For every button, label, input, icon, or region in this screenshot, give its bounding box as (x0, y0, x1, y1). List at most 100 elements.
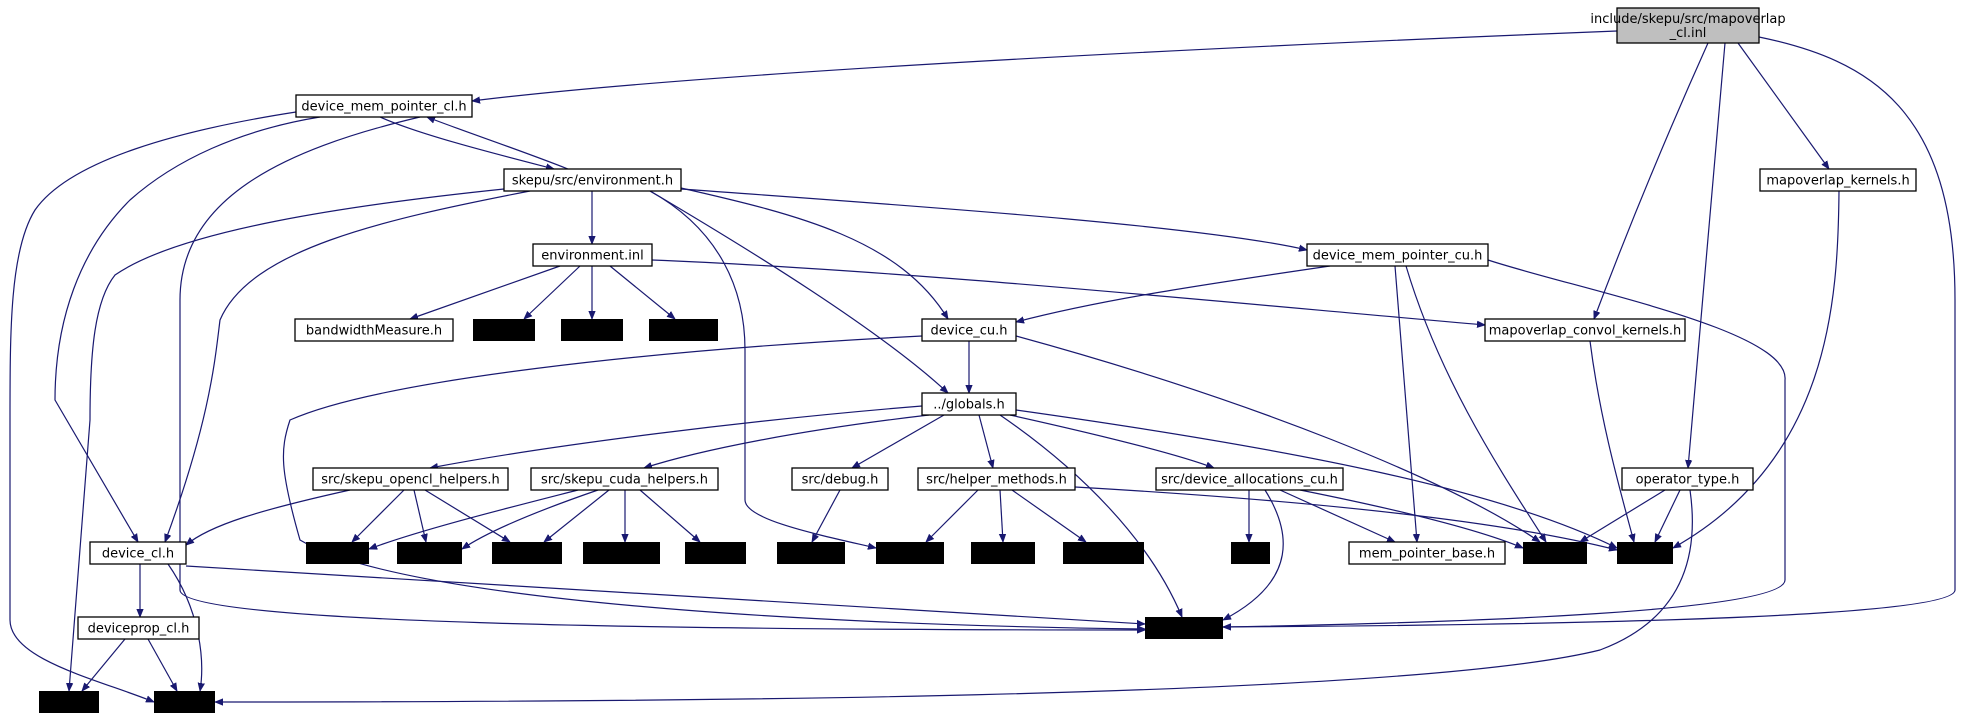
node-box (1145, 617, 1223, 639)
node-label: environment.inl (541, 249, 643, 264)
node-label: iostream (1155, 622, 1212, 637)
node-box (77, 616, 200, 640)
node-box (1231, 542, 1270, 564)
node-mpb[interactable]: mem_pointer_base.h (1348, 541, 1506, 565)
node-cassert: cassert (649, 319, 718, 341)
node-devcl[interactable]: device_cl.h (89, 541, 187, 565)
node-box (1484, 318, 1686, 342)
node-label: device_cu.h (931, 324, 1008, 339)
node-label: deviceprop_cl.h (88, 622, 190, 637)
edge-helper-to-algorithm (1011, 489, 1086, 542)
edge-dmpcu-to-devcu (1016, 265, 1331, 322)
edge-env-to-dmpcl (427, 116, 569, 170)
node-string: string (1617, 542, 1673, 564)
node-box (530, 467, 719, 491)
edge-cudah-to-cufft (639, 489, 700, 542)
node-cudah[interactable]: src/skepu_cuda_helpers.h (530, 467, 719, 491)
node-env[interactable]: skepu/src/environment.h (503, 168, 682, 192)
edge-optype-to-clh (215, 489, 1693, 702)
edge-oclh-to-stdio (413, 489, 426, 542)
edge-dmpcl-to-clh (9, 111, 297, 703)
node-optype[interactable]: operator_type.h (1621, 467, 1754, 491)
edge-devalloc-to-cuda (1299, 489, 1523, 549)
edge-devalloc-to-iostream (1223, 489, 1284, 621)
node-label: bandwidthMeasure.h (306, 324, 442, 339)
node-box (1155, 467, 1344, 491)
edge-dmpcl-to-iostream (179, 116, 1145, 630)
node-label: algorithm (1072, 547, 1135, 562)
node-stringh: string.h (306, 542, 369, 564)
node-devalloc[interactable]: src/device_allocations_cu.h (1155, 467, 1344, 491)
node-label: curand.h (593, 547, 651, 562)
node-bw[interactable]: bandwidthMeasure.h (294, 318, 454, 342)
node-dmpcu[interactable]: device_mem_pointer_cu.h (1306, 243, 1489, 267)
edge-envinl-to-mock (651, 259, 1485, 325)
node-devcu[interactable]: device_cu.h (921, 318, 1017, 342)
node-label: string.h (313, 547, 363, 562)
node-curand: curand.h (583, 542, 660, 564)
edge-devcu-to-iostream (282, 335, 1145, 629)
node-oclh[interactable]: src/skepu_opencl_helpers.h (312, 467, 509, 491)
edge-oclh-to-stringh (352, 489, 405, 542)
dependency-nodes: include/skepu/src/mapoverlap_cl.inldevic… (39, 7, 1917, 713)
node-box (312, 467, 509, 491)
node-label: stdlib.h (503, 547, 551, 562)
node-box (39, 691, 99, 713)
node-box (777, 542, 845, 564)
edge-mock-to-string (1589, 340, 1634, 542)
edge-debug-to-asserth (811, 489, 841, 542)
node-helper[interactable]: src/helper_methods.h (917, 467, 1076, 491)
edge-dmpcu-to-cuda (1405, 265, 1546, 542)
node-label: include/skepu/src/mapoverlap (1590, 12, 1785, 27)
node-fstream: fstream (971, 542, 1035, 564)
node-mock[interactable]: mapoverlap_convol_kernels.h (1484, 318, 1686, 342)
node-label: string (1626, 547, 1663, 562)
node-envinl[interactable]: environment.inl (532, 243, 653, 267)
edge-globals-to-cudah (644, 414, 930, 468)
node-box (685, 542, 746, 564)
node-label: sstream (884, 547, 936, 562)
dependency-edges (9, 30, 1956, 703)
node-globals[interactable]: ../globals.h (921, 392, 1017, 416)
edge-helper-to-fstream (1000, 489, 1003, 542)
edge-cudah-to-stdio (462, 489, 599, 549)
node-label: device_mem_pointer_cu.h (1313, 249, 1483, 264)
node-root[interactable]: include/skepu/src/mapoverlap_cl.inl (1590, 7, 1786, 44)
node-label: cstdlib (483, 324, 526, 339)
edge-cudah-to-stdlib (544, 489, 610, 542)
edge-env-to-vector (69, 188, 505, 691)
edge-globals-to-oclh (430, 405, 923, 468)
node-box (294, 318, 454, 342)
node-label: vector (48, 696, 90, 711)
node-iostream: iostream (1145, 617, 1223, 639)
node-dmpcl[interactable]: device_mem_pointer_cl.h (295, 94, 473, 118)
edge-devcu-to-cuda (1015, 335, 1540, 542)
node-cuda: cuda.h (1523, 542, 1587, 564)
edge-dmpcu-to-mpb (1394, 265, 1417, 542)
node-box (791, 467, 889, 491)
edge-env-to-devcl (165, 190, 531, 542)
edge-cudah-to-stringh (369, 489, 579, 549)
edge-devcl-to-iostream (185, 565, 1145, 624)
node-box (876, 542, 944, 564)
node-box (295, 94, 473, 118)
node-map: map (1231, 542, 1270, 564)
node-vector: vector (39, 691, 99, 713)
node-label: cuda.h (1533, 547, 1577, 562)
node-box (503, 168, 682, 192)
edge-globals-to-debug (852, 414, 945, 468)
edge-root-to-mock (1594, 42, 1709, 319)
node-dpcl[interactable]: deviceprop_cl.h (77, 616, 200, 640)
node-box (397, 542, 462, 564)
node-label: _cl.inl (1669, 26, 1707, 41)
edge-oclh-to-stdlib (424, 489, 510, 542)
node-box (532, 243, 653, 267)
node-mok[interactable]: mapoverlap_kernels.h (1759, 168, 1917, 192)
edge-devalloc-to-mpb (1279, 489, 1395, 543)
node-label: operator_type.h (1636, 473, 1740, 488)
node-label: src/skepu_cuda_helpers.h (541, 473, 708, 488)
edge-dmpcl-to-env (379, 116, 554, 169)
node-debug[interactable]: src/debug.h (791, 467, 889, 491)
node-box (649, 319, 718, 341)
edge-env-to-dmpcu (680, 188, 1307, 250)
